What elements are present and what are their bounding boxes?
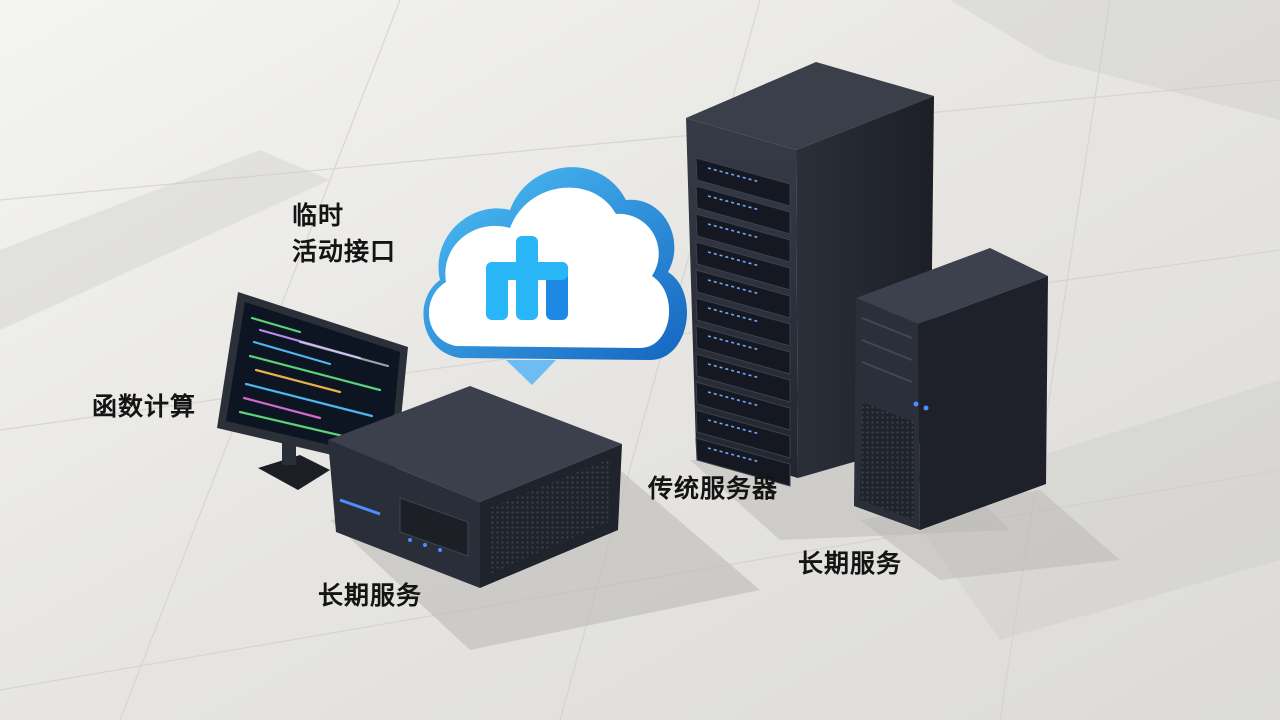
rack-unit: [695, 325, 791, 375]
label-long-service-right: 长期服务: [798, 549, 903, 578]
mini-pc: [328, 386, 622, 588]
rack-unit-led: [707, 307, 761, 323]
rack-unit-led: [707, 251, 761, 267]
rack-unit-led: [707, 335, 761, 351]
rack-unit: [695, 213, 791, 263]
rack-unit-led: [707, 279, 761, 295]
monitor: [217, 292, 408, 490]
rack-unit-led: [707, 419, 761, 435]
rack-unit-led: [707, 363, 761, 379]
window-shadows: [0, 0, 1280, 640]
rack-unit: [695, 269, 791, 319]
rack-unit: [695, 409, 791, 459]
rack-unit: [695, 297, 791, 347]
rack-unit-led: [707, 447, 761, 463]
rack-unit-led: [707, 223, 761, 239]
label-function-compute: 函数计算: [92, 392, 197, 421]
rack-unit: [695, 353, 791, 403]
cloud-icon: [423, 167, 688, 385]
label-long-service-left: 长期服务: [318, 581, 423, 610]
rack-unit-led: [707, 391, 761, 407]
rack-unit-led: [707, 167, 761, 183]
rack-unit: [695, 437, 791, 487]
rack-unit-led: [707, 195, 761, 211]
rack-unit: [695, 241, 791, 291]
rack-unit: [695, 157, 791, 207]
tower-server: [854, 248, 1048, 530]
rack-units: [695, 157, 791, 487]
label-temporary-api: 临时 活动接口: [292, 198, 396, 270]
rack-unit: [695, 381, 791, 431]
label-temporary-line2: 活动接口: [292, 237, 397, 266]
rack-unit: [695, 185, 791, 235]
label-traditional-server: 传统服务器: [648, 474, 779, 503]
label-temporary-line1: 临时: [292, 201, 345, 230]
